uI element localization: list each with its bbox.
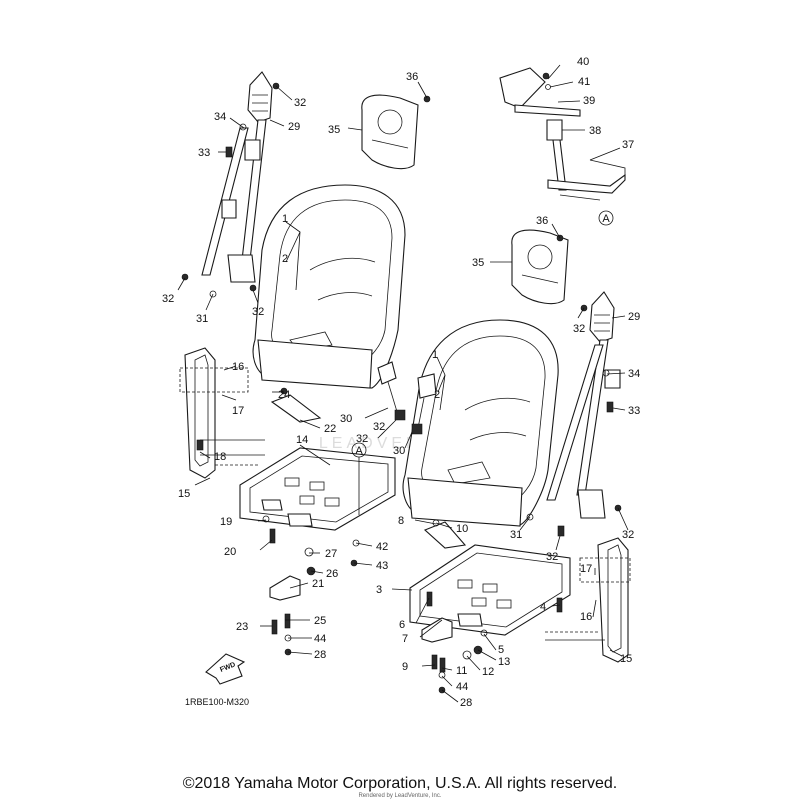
callout-36: 36 [536,215,548,227]
callout-19: 19 [220,516,232,528]
callout-22: 22 [324,423,336,435]
callout-43: 43 [376,560,388,572]
headrest-right[interactable] [511,229,569,305]
callout-30: 30 [340,413,352,425]
callout-40: 40 [577,56,589,68]
callout-25: 25 [314,615,326,627]
callout-11: 11 [456,665,467,677]
svg-text:A: A [602,213,610,225]
svg-text:A: A [355,445,363,457]
callout-34: 34 [628,368,640,380]
callout-18: 18 [214,451,226,463]
callout-33: 33 [198,147,210,159]
callout-44: 44 [314,633,326,645]
callout-30: 30 [393,445,405,457]
callout-41: 41 [578,76,590,88]
callout-27: 27 [325,548,337,560]
callout-36: 36 [406,71,418,83]
callout-13: 13 [498,656,510,668]
callout-15: 15 [178,488,190,500]
callout-39: 39 [583,95,595,107]
callout-28: 28 [314,649,326,661]
callout-32: 32 [546,551,558,563]
callout-32: 32 [356,433,368,445]
callout-6: 6 [399,619,405,631]
callout-15: 15 [620,653,632,665]
callout-35: 35 [328,124,340,136]
callout-12: 12 [482,666,494,678]
callout-17: 17 [232,405,244,417]
callout-2: 2 [434,389,440,401]
reference-marker-a-right: A [598,210,614,226]
callout-29: 29 [288,121,300,133]
callout-38: 38 [589,125,601,137]
callout-44: 44 [456,681,468,693]
callout-8: 8 [398,515,404,527]
callout-32: 32 [573,323,585,335]
rendered-by-credit: Rendered by LeadVenture, Inc. [358,793,442,799]
copyright-notice: ©2018 Yamaha Motor Corporation, U.S.A. A… [182,775,618,792]
left-seat-frame[interactable] [179,347,265,479]
mount-plate-left[interactable] [269,575,301,601]
callout-33: 33 [628,405,640,417]
right-seat-belt[interactable] [546,291,621,519]
callout-32: 32 [294,97,306,109]
callout-37: 37 [622,139,634,151]
bracket-left[interactable] [270,394,322,423]
callout-10: 10 [456,523,468,535]
callout-35: 35 [472,257,484,269]
right-seat-base[interactable] [409,544,571,636]
fwd-arrow-icon: FWD [205,653,246,685]
mount-plate-right[interactable] [421,617,453,643]
seat-belt-buckle-left[interactable] [377,361,406,421]
callout-34: 34 [214,111,226,123]
callout-32: 32 [162,293,174,305]
callout-32: 32 [622,529,634,541]
callout-3: 3 [376,584,382,596]
leader-lines [177,64,629,703]
diagram-code: 1RBE100-M320 [185,697,250,707]
callout-28: 28 [460,697,472,709]
callout-29: 29 [628,311,640,323]
callout-9: 9 [402,661,408,673]
headrest-left[interactable] [361,94,419,170]
callout-numbers: 1 2 32 34 29 33 32 31 32 36 35 40 41 39 … [162,56,640,709]
callout-2: 2 [282,253,288,265]
seat-belt-buckle-right[interactable] [411,373,437,435]
left-seat-belt[interactable] [201,71,273,283]
right-seat[interactable] [402,319,559,527]
callout-31: 31 [510,529,522,541]
callout-7: 7 [402,633,408,645]
callout-1: 1 [282,213,288,225]
callout-14: 14 [296,434,308,446]
callout-17: 17 [580,563,592,575]
callout-26: 26 [326,568,338,580]
callout-32: 32 [252,306,264,318]
callout-23: 23 [236,621,248,633]
reference-marker-a-left: A [351,442,367,515]
callout-16: 16 [580,611,592,623]
callout-24: 24 [278,389,290,401]
left-seat-base[interactable] [239,447,396,531]
left-seat[interactable] [252,184,406,389]
callout-16: 16 [232,361,244,373]
callout-31: 31 [196,313,208,325]
callout-21: 21 [312,578,324,590]
grab-bar-bracket[interactable] [499,67,626,201]
callout-20: 20 [224,546,236,558]
callout-4: 4 [540,601,546,613]
right-seat-frame[interactable] [545,537,631,663]
callout-1: 1 [432,349,438,361]
callout-5: 5 [498,644,504,656]
callout-32: 32 [373,421,385,433]
callout-42: 42 [376,541,388,553]
